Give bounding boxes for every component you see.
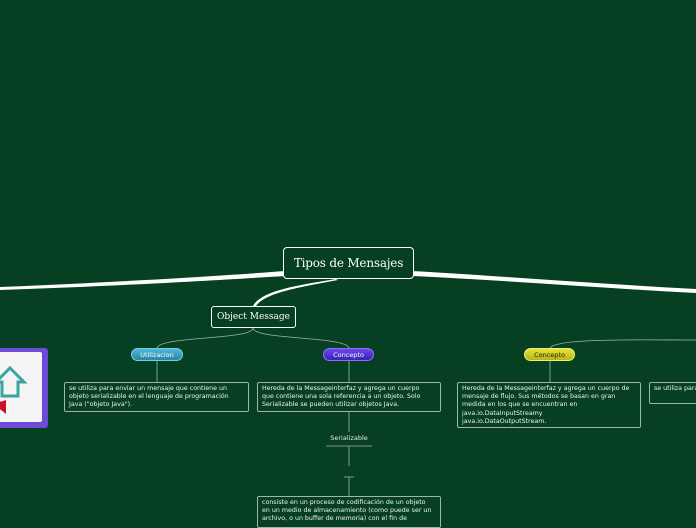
subtopic-concepto-stream[interactable]: Concepto — [524, 348, 575, 361]
branch-right — [412, 271, 696, 293]
link-main-concepto — [252, 327, 350, 349]
upload-arrow-icon — [0, 365, 28, 414]
note-right-partial[interactable]: se utiliza para primitivos en — [649, 382, 696, 404]
link-main-utilizacion — [156, 327, 254, 349]
image-card — [0, 348, 48, 428]
subtopic-utilizacion[interactable]: Utilizacion — [131, 348, 183, 361]
image-card-inner — [0, 352, 42, 422]
central-topic[interactable]: Tipos de Mensajes — [283, 247, 414, 279]
branch-object-message — [253, 279, 338, 306]
main-topic-object-message[interactable]: Object Message — [211, 306, 296, 328]
subtopic-concepto-object[interactable]: Concepto — [323, 348, 374, 361]
note-utilizacion[interactable]: se utiliza para enviar un mensaje que co… — [64, 382, 249, 412]
link-right-concepto — [549, 339, 696, 349]
topic-serializable[interactable]: Serializable — [330, 434, 368, 442]
note-serializable[interactable]: consiste en un proceso de codificación d… — [257, 496, 441, 528]
branch-left — [0, 271, 285, 290]
note-concepto-stream[interactable]: Hereda de la Messageinterfaz y agrega un… — [457, 382, 641, 428]
note-concepto-object[interactable]: Hereda de la Messageinterfaz y agrega un… — [257, 382, 441, 412]
